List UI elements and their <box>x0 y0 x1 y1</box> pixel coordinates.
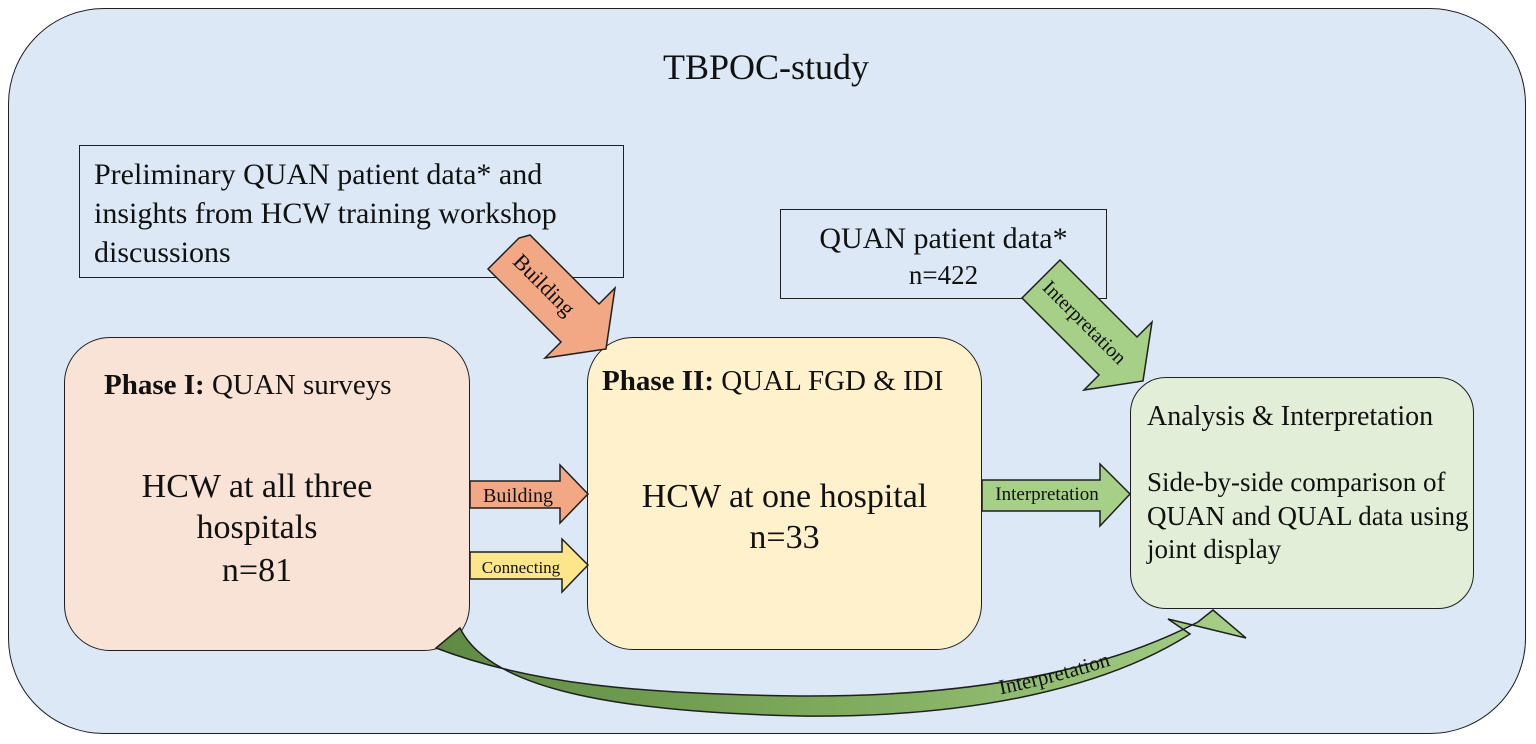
analysis-box <box>1130 377 1474 609</box>
building-horizontal-label: Building <box>483 485 553 507</box>
quan-patient-data-label: QUAN patient data* <box>819 222 1068 255</box>
preliminary-line-1: Preliminary QUAN patient data* and <box>94 158 543 191</box>
analysis-title: Analysis & Interpretation <box>1147 401 1434 432</box>
phase-1-body-line-1: HCW at all three <box>141 468 373 505</box>
preliminary-line-2: insights from HCW training workshop <box>94 197 557 230</box>
interpretation-curved-label-path: Interpretation <box>997 647 1113 699</box>
phase-1-label-rest: QUAN surveys <box>204 369 392 401</box>
phase-1-box <box>64 337 470 651</box>
interpretation-curved-arrow <box>434 609 1247 717</box>
interpretation-diagonal-arrow <box>1020 258 1154 392</box>
analysis-line-2: QUAN and QUAL data using <box>1147 501 1469 531</box>
building-horizontal-arrow <box>469 463 590 525</box>
phase-2-body-line-1: HCW at one hospital <box>641 478 928 515</box>
preliminary-line-3: discussions <box>94 236 231 269</box>
interpretation-curved-label: Interpretation <box>997 647 1113 699</box>
diagram-title: TBPOC-study <box>662 47 870 87</box>
analysis-line-3: joint display <box>1147 534 1282 564</box>
interpretation-horizontal-label: Interpretation <box>995 484 1099 505</box>
phase-1-label-bold: Phase I: <box>104 369 205 401</box>
phase-2-label: Phase II: QUAL FGD & IDI <box>602 364 943 399</box>
phase-2-label-rest: QUAL FGD & IDI <box>713 365 944 397</box>
analysis-line-1: Side-by-side comparison of <box>1147 467 1446 497</box>
phase-1-body-line-2: hospitals <box>196 509 318 546</box>
connecting-arrow <box>469 537 590 594</box>
interpretation-horizontal-arrow <box>981 462 1132 528</box>
phase-2-label-bold: Phase II: <box>602 365 714 397</box>
phase-2-box <box>587 337 982 650</box>
phase-1-label: Phase I: QUAN surveys <box>104 368 392 403</box>
phase-2-body-line-2: n=33 <box>749 519 820 556</box>
phase-1-body-line-3: n=81 <box>221 552 293 589</box>
connecting-label: Connecting <box>482 558 561 577</box>
building-diagonal-arrow <box>486 234 617 360</box>
quan-patient-count: n=422 <box>908 260 979 290</box>
